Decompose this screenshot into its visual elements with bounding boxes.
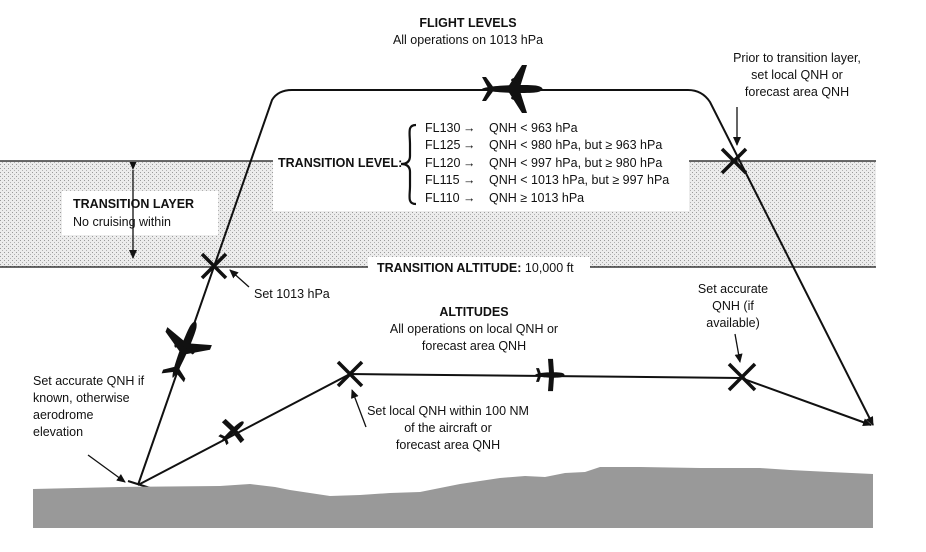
transition-level-row: FL120 → QNH < 997 hPa, but ≥ 980 hPa [425,155,669,172]
cross-marker-icon [720,147,748,175]
flight-level: FL115 [425,173,460,188]
transition-level-row: FL125 → QNH < 980 hPa, but ≥ 963 hPa [425,137,669,154]
transition-altitude-value: 10,000 ft [524,261,574,275]
transition-altitude-key: TRANSITION ALTITUDE: [377,261,522,275]
transition-level-row: FL110 → QNH ≥ 1013 hPa [425,190,669,207]
small-plane-icon [212,411,253,452]
arrow-glyph: → [463,190,476,205]
transition-altitude-label: TRANSITION ALTITUDE: 10,000 ft [377,260,574,276]
transition-layer-box [62,191,218,235]
set-accurate-right-line3: available) [706,316,760,330]
altitudes-line2: forecast area QNH [421,339,527,353]
set-accurate-left-line3: aerodrome [33,408,94,422]
transition-layer-subtitle: No cruising within [73,215,171,229]
arrow-icon [351,389,367,428]
transition-level-box [273,118,689,211]
prior-transition-line3: forecast area QNH [744,85,850,99]
transition-level-row: FL130 → QNH < 963 hPa [425,120,669,137]
set-accurate-left-line1: Set accurate QNH if [33,374,145,388]
transition-level-label: TRANSITION LEVEL: [278,156,403,170]
flight-level: FL120 [425,155,461,170]
altitudes-line1: All operations on local QNH or [389,322,559,336]
qnh-rule: QNH < 963 hPa [489,121,578,135]
transition-layer-title: TRANSITION LAYER [73,197,195,211]
qnh-rule: QNH < 980 hPa, but ≥ 963 hPa [489,138,663,153]
flight-levels-subtitle: All operations on 1013 hPa [392,33,544,47]
cross-marker-icon [200,252,228,280]
set-accurate-right-line2: QNH (if [712,299,754,313]
transition-level-brace [400,123,417,206]
set-local-line1: Set local QNH within 100 NM [367,404,529,418]
flight-level: FL130 [425,121,461,135]
prior-transition-line2: set local QNH or [751,68,843,82]
altitudes-title: ALTITUDES [439,305,509,319]
arrow-icon [87,454,126,483]
airliner-icon [482,65,543,113]
arrow-glyph: → [463,155,476,170]
prior-transition-line1: Prior to transition layer, [733,51,861,65]
flight-level: FL110 [425,190,460,205]
airliner-icon [150,312,218,387]
qnh-rule: QNH < 1013 hPa, but ≥ 997 hPa [489,173,670,188]
set-accurate-left-line2: known, otherwise [33,391,130,405]
arrow-glyph: → [463,121,476,135]
transition-altitude-box [368,257,590,278]
transition-level-row: FL115 → QNH < 1013 hPa, but ≥ 997 hPa [425,172,669,189]
qnh-rule: QNH ≥ 1013 hPa [489,190,585,205]
qnh-rule: QNH < 997 hPa, but ≥ 980 hPa [489,155,663,170]
flight-level: FL125 [425,138,461,153]
small-plane-icon [535,358,565,392]
set-accurate-left-line4: elevation [33,425,84,439]
arrow-glyph: → [463,138,476,153]
set-local-line2: of the aircraft or [404,421,492,435]
set-local-line3: forecast area QNH [395,438,501,452]
arrow-icon [229,269,250,288]
terrain [33,467,873,528]
cross-marker-icon [727,362,757,392]
arrow-icon [734,333,743,363]
flight-levels-title: FLIGHT LEVELS [419,16,517,30]
set-accurate-right-line1: Set accurate [697,282,769,296]
cross-marker-icon [336,360,364,388]
arrow-glyph: → [463,173,476,188]
set-1013-label: Set 1013 hPa [254,287,330,301]
transition-level-table: FL130 → QNH < 963 hPa FL125 → QNH < 980 … [425,120,669,207]
